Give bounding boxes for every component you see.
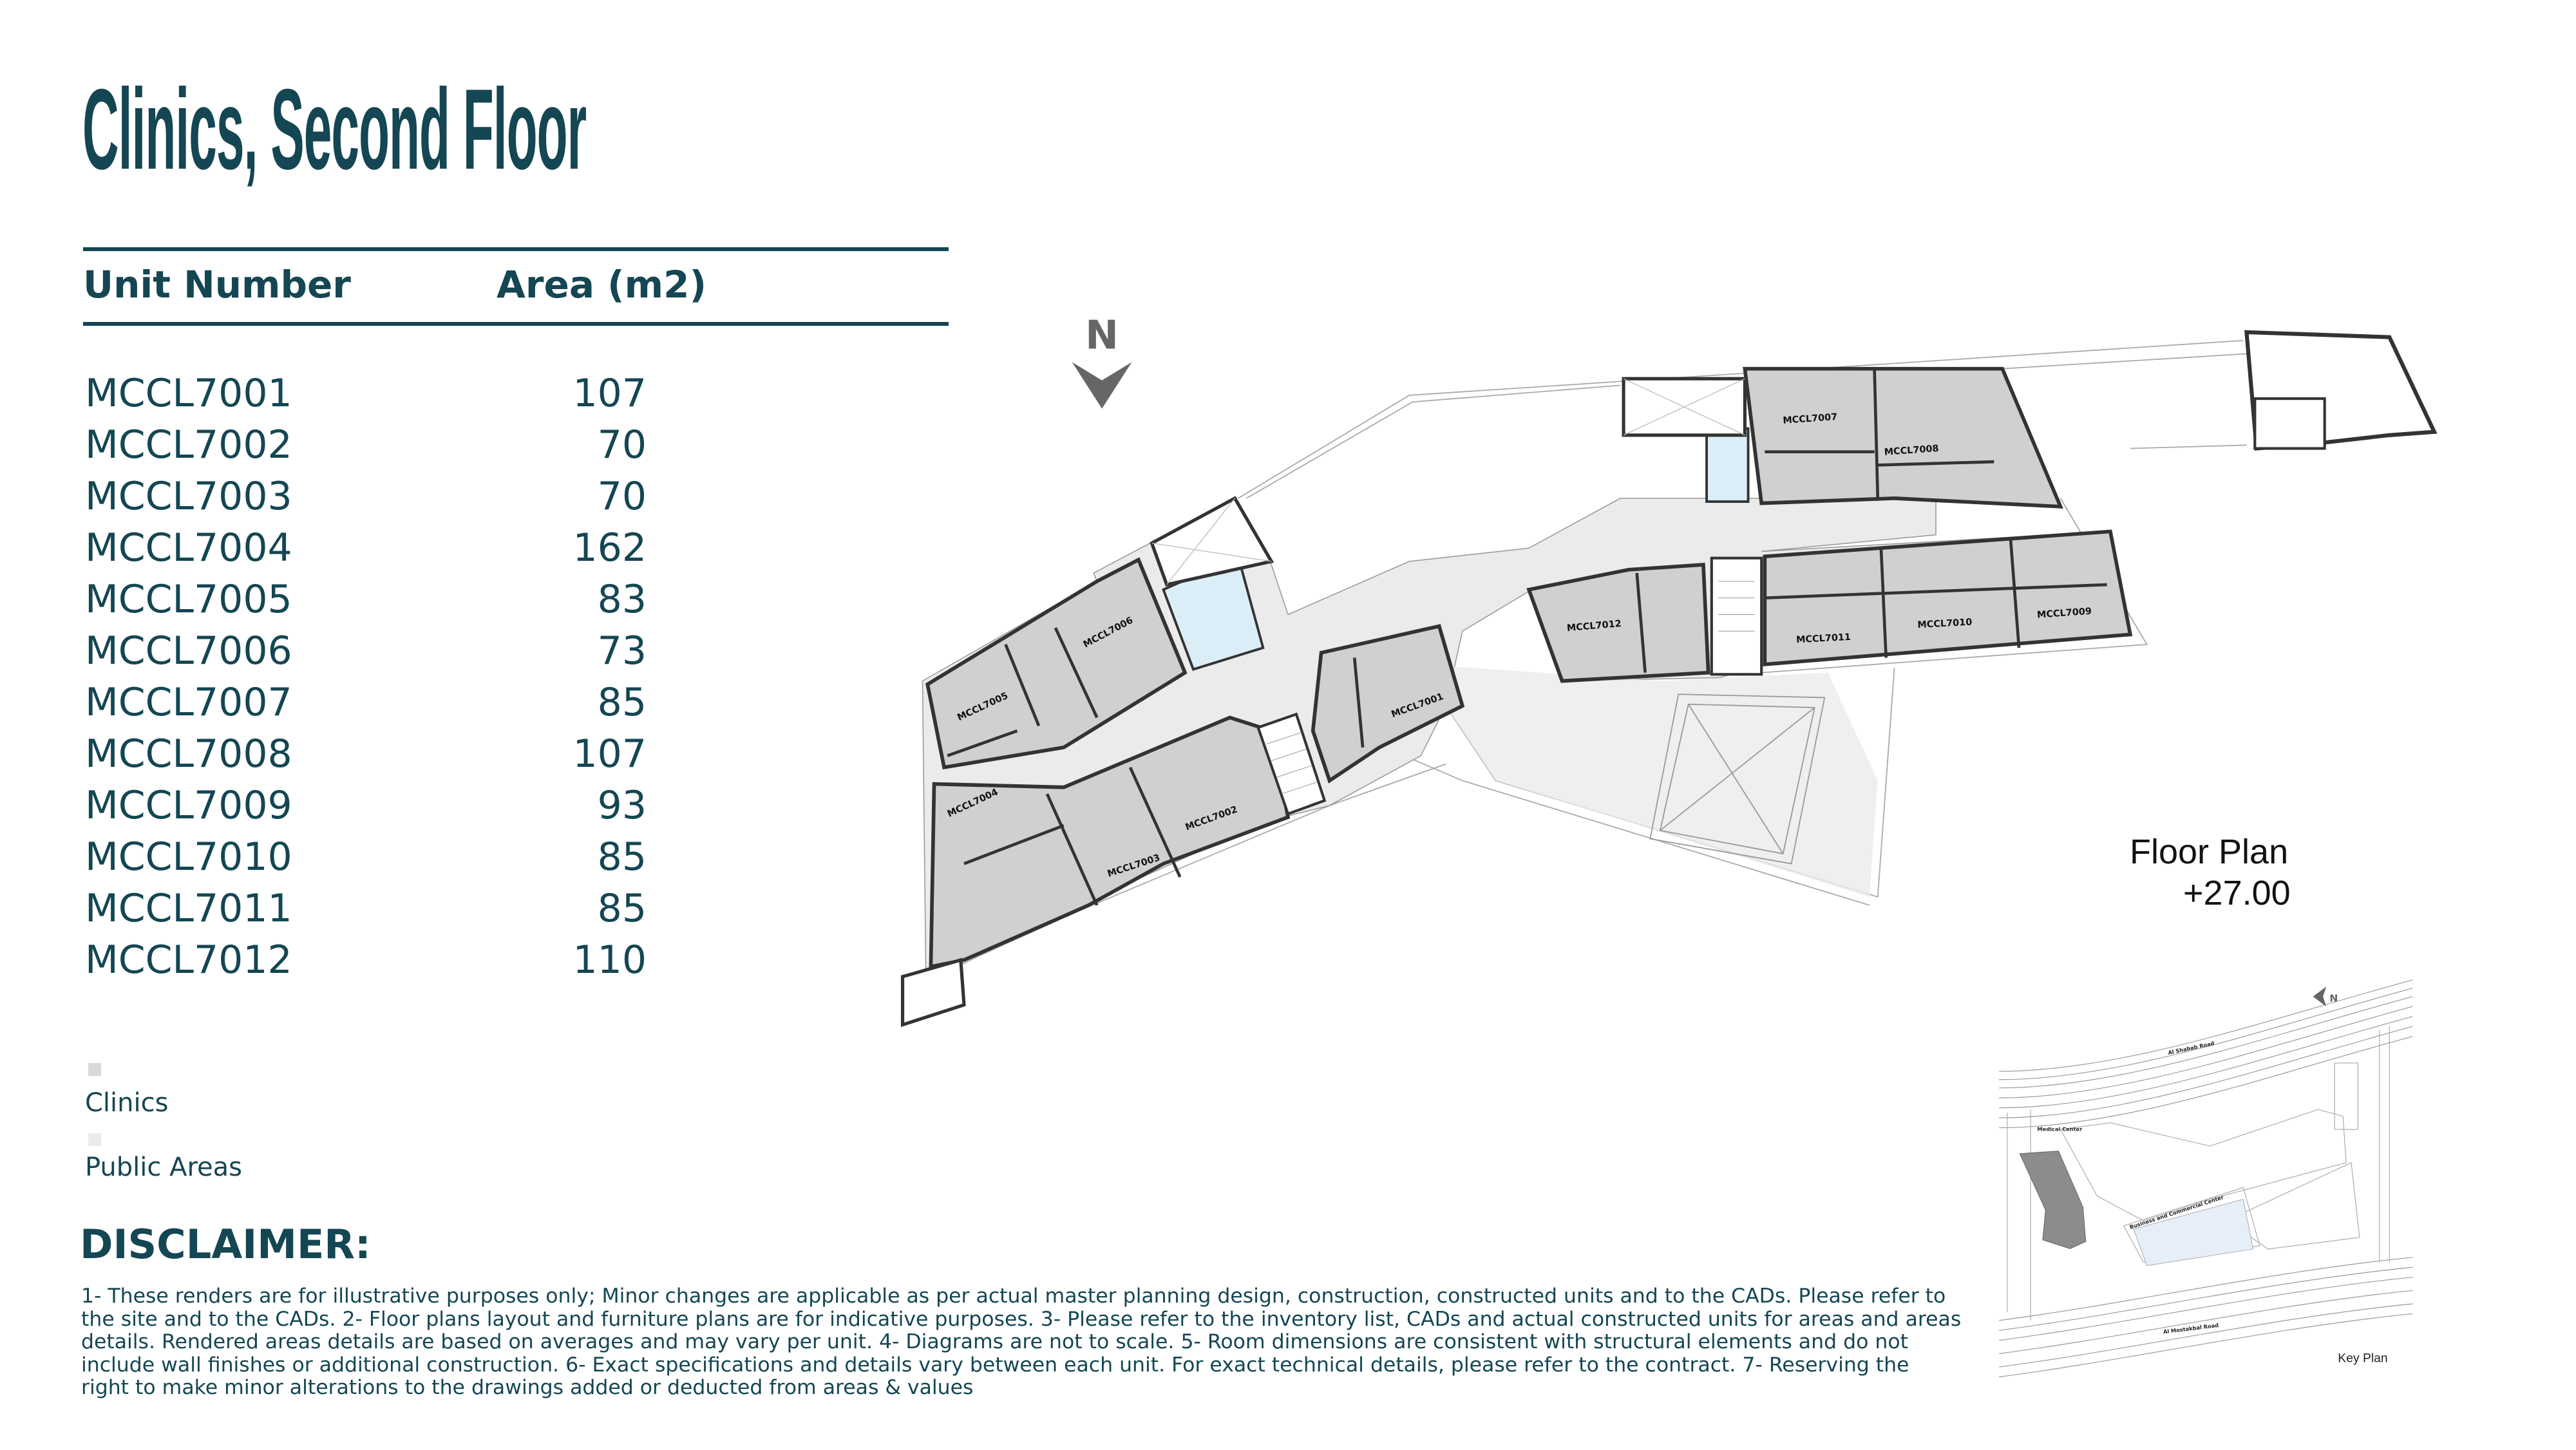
unit-area: 85 [597, 834, 647, 880]
business-center-building [2133, 1198, 2254, 1266]
legend-label-clinics: Clinics [85, 1088, 169, 1118]
unit-area-east-north [1743, 366, 2063, 509]
table-row: MCCL7005 83 [85, 574, 647, 625]
unit-area-west-north [925, 557, 1188, 770]
disclaimer-heading: DISCLAIMER: [80, 1221, 371, 1268]
road-line [1999, 1006, 2413, 1098]
floor-level: +27.00 [2183, 874, 2291, 912]
key-plan-blocks [2007, 1026, 2390, 1321]
floor-plan-caption: Floor Plan [2130, 833, 2289, 871]
unit-number: MCCL7011 [85, 886, 292, 931]
road-line [1998, 1266, 2413, 1331]
north-label: N [1085, 312, 1119, 359]
table-header-rule [83, 322, 949, 326]
table-row: MCCL7002 70 [85, 419, 647, 471]
unit-number: MCCL7007 [85, 680, 292, 725]
key-plan: Al Shabab Road Medical Center Business a… [1998, 979, 2413, 1378]
key-plan-north-arrow-icon: N [2313, 986, 2338, 1007]
unit-area: 85 [597, 886, 647, 931]
unit-number: MCCL7003 [85, 474, 292, 519]
unit-area: 107 [573, 731, 647, 777]
unit-area-7012 [1526, 563, 1710, 683]
disclaimer-line: the site and to the CADs. 2- Floor plans… [81, 1307, 1962, 1331]
unit-label: MCCL7011 [1796, 632, 1852, 645]
unit-area: 73 [597, 628, 647, 673]
page-title: Clinics, Second Floor [82, 65, 587, 193]
table-row: MCCL7012 110 [85, 934, 647, 986]
road-line [1999, 1016, 2413, 1109]
table-row: MCCL7003 70 [85, 471, 647, 522]
legend-swatch-clinics [88, 1063, 101, 1076]
unit-number: MCCL7006 [85, 628, 292, 673]
stair-treads [1266, 581, 1755, 795]
unit-number: MCCL7004 [85, 525, 292, 570]
unit-area: 70 [597, 474, 647, 519]
road-line [1998, 1303, 2413, 1368]
medical-center-label: Medical Center [2037, 1126, 2083, 1133]
entrance-box [900, 957, 966, 1028]
clinic-units [925, 366, 2133, 969]
atrium-void [1649, 693, 1826, 865]
road-line [1999, 979, 2413, 1072]
unit-area: 107 [573, 371, 647, 416]
disclaimer-line: details. Rendered areas details are base… [81, 1330, 1908, 1353]
unit-area: 162 [573, 525, 647, 570]
road-line [1998, 1257, 2413, 1321]
road-line [1999, 1026, 2413, 1118]
stairs [1256, 330, 2438, 816]
key-plan-caption: Key Plan [2338, 1351, 2387, 1365]
table-top-rule [83, 247, 949, 251]
road-line [1998, 1290, 2413, 1354]
medical-center-building [2019, 1151, 2087, 1249]
unit-number: MCCL7001 [85, 371, 292, 416]
table-row: MCCL7010 85 [85, 831, 647, 883]
table-row: MCCL7004 162 [85, 522, 647, 574]
table-row: MCCL7006 73 [85, 625, 647, 677]
key-plan-north-label: N [2329, 993, 2338, 1004]
disclaimer-line: right to make minor alterations to the d… [81, 1376, 974, 1399]
unit-label: MCCL7010 [1917, 617, 1973, 630]
unit-number: MCCL7010 [85, 834, 292, 880]
column-header-unit: Unit Number [83, 263, 351, 306]
unit-area-east-south [1763, 529, 2133, 666]
disclaimer-line: 1- These renders are for illustrative pu… [81, 1285, 1946, 1308]
table-row: MCCL7009 93 [85, 780, 647, 831]
unit-number: MCCL7002 [85, 422, 292, 467]
table-row: MCCL7008 107 [85, 728, 647, 780]
interior-walls [947, 368, 2107, 906]
unit-area: 83 [597, 577, 647, 622]
unit-number: MCCL7008 [85, 731, 292, 777]
legend-swatch-public-areas [88, 1133, 101, 1146]
unit-area: 85 [597, 680, 647, 725]
unit-number: MCCL7012 [85, 937, 292, 983]
table-row: MCCL7001 107 [85, 368, 647, 419]
road-lines [1998, 979, 2413, 1378]
unit-area: 93 [597, 783, 647, 828]
unit-number: MCCL7009 [85, 783, 292, 828]
legend-label-public-areas: Public Areas [85, 1153, 242, 1182]
unit-area-7001 [1311, 624, 1465, 784]
disclaimer-text: 1- These renders are for illustrative pu… [81, 1285, 1962, 1400]
road-line [1999, 1036, 2413, 1129]
road-line [1998, 1313, 2413, 1378]
unit-label: MCCL7007 [1783, 412, 1838, 426]
disclaimer-line: include wall finishes or additional cons… [81, 1353, 1909, 1377]
unit-area: 110 [573, 937, 647, 983]
road-line [1999, 988, 2413, 1080]
column-header-area: Area (m2) [497, 263, 706, 306]
table-row: MCCL7011 85 [85, 883, 647, 934]
unit-label: MCCL7009 [2037, 607, 2092, 621]
road-line [1999, 996, 2413, 1089]
north-arrow-icon: N [1072, 312, 1132, 409]
shaft-cross [1151, 378, 1745, 585]
unit-label: MCCL7012 [1566, 619, 1622, 634]
unit-area: 70 [597, 422, 647, 467]
unit-label: MCCL7008 [1884, 444, 1939, 458]
unit-number: MCCL7005 [85, 577, 292, 622]
table-row: MCCL7007 85 [85, 677, 647, 728]
road-line [1998, 1277, 2413, 1341]
